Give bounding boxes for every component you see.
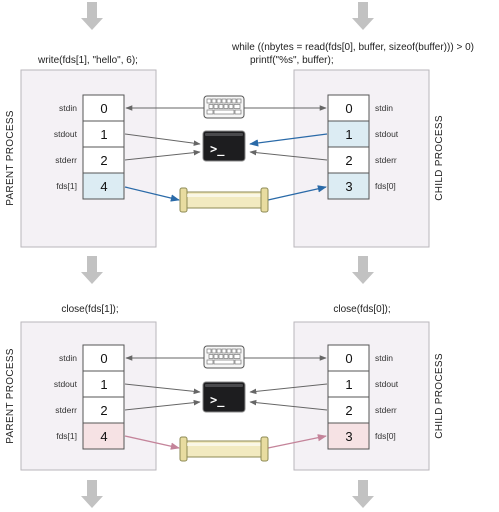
parent-stderr-arrow — [124, 399, 201, 411]
flow-arrow-mid-left — [81, 256, 103, 284]
parent-stderr-arrow — [124, 149, 201, 161]
fd-cell-closed-write — [82, 422, 125, 450]
fd-value: 1 — [100, 377, 107, 392]
fd-cell-closed-read — [327, 422, 370, 450]
fd-cell — [327, 396, 370, 424]
child-stderr-arrow — [249, 399, 328, 411]
pipe-icon — [179, 436, 269, 462]
terminal-prompt: >_ — [210, 142, 225, 157]
fd-name: stdin — [59, 103, 77, 113]
fd-name: stdout — [54, 129, 78, 139]
fd-name: stderr — [55, 155, 77, 165]
fd-cell — [327, 370, 370, 398]
terminal-icon: >_ — [202, 381, 246, 413]
fd-name: stdin — [375, 353, 393, 363]
child-stdout-arrow — [249, 133, 328, 147]
fd-cell — [82, 344, 125, 372]
parent-stdout-arrow — [124, 383, 201, 395]
keyboard-icon — [203, 95, 245, 119]
flow-arrow-top-left — [81, 2, 103, 30]
flow-arrow-bottom-left — [81, 480, 103, 508]
terminal-prompt: >_ — [210, 393, 225, 408]
parent-pipe-write-arrow — [124, 186, 180, 202]
fd-value: 3 — [345, 429, 352, 444]
fd-name: fds[0] — [375, 181, 396, 191]
fd-value: 2 — [345, 153, 352, 168]
pipe-icon — [179, 187, 269, 213]
fd-name: fds[1] — [56, 431, 77, 441]
flow-arrow-bottom-right — [352, 480, 374, 508]
fd-name: stdout — [54, 379, 78, 389]
fd-value: 1 — [345, 377, 352, 392]
fd-value: 3 — [345, 179, 352, 194]
fd-value: 2 — [345, 403, 352, 418]
fd-cell — [327, 146, 370, 174]
fd-value: 0 — [100, 101, 107, 116]
fd-value: 0 — [345, 101, 352, 116]
fd-value: 4 — [100, 429, 107, 444]
fd-name: fds[0] — [375, 431, 396, 441]
flow-arrow-mid-right — [352, 256, 374, 284]
bottom-parent-fd-table: 0 1 2 4 stdin stdout stderr fds[1] — [54, 344, 125, 450]
parent-stdout-arrow — [124, 133, 201, 146]
top-parent-code: write(fds[1], "hello", 6); — [37, 55, 138, 66]
fd-value: 0 — [345, 351, 352, 366]
top-child-fd-table: 0 1 2 3 stdin stdout stderr fds[0] — [327, 94, 399, 200]
fd-name: stderr — [375, 405, 397, 415]
top-child-code-line1: while ((nbytes = read(fds[0], buffer, si… — [231, 42, 474, 53]
fd-cell-pipe-write — [82, 172, 125, 200]
bottom-parent-process-label: PARENT PROCESS — [5, 348, 16, 444]
terminal-icon: >_ — [202, 130, 246, 162]
fd-value: 1 — [345, 127, 352, 142]
fd-cell — [82, 370, 125, 398]
fd-value: 1 — [100, 127, 107, 142]
fd-name: stdin — [375, 103, 393, 113]
child-stdout-arrow — [249, 383, 328, 395]
top-child-code-line2: printf("%s", buffer); — [250, 55, 334, 66]
keyboard-icon — [203, 345, 245, 369]
flow-arrow-top-right — [352, 2, 374, 30]
fd-cell — [327, 344, 370, 372]
fd-name: stdin — [59, 353, 77, 363]
fd-cell-pipe-read — [327, 172, 370, 200]
fd-value: 2 — [100, 403, 107, 418]
parent-pipe-closed-arrow — [124, 435, 180, 450]
child-pipe-closed-arrow — [267, 434, 327, 449]
fd-name: stderr — [375, 155, 397, 165]
top-parent-process-label: PARENT PROCESS — [5, 110, 16, 206]
fd-value: 4 — [100, 179, 107, 194]
fd-cell — [327, 94, 370, 122]
child-stderr-arrow — [249, 149, 328, 161]
bottom-child-fd-table: 0 1 2 3 stdin stdout stderr fds[0] — [327, 344, 399, 450]
fd-name: stderr — [55, 405, 77, 415]
fd-value: 2 — [100, 153, 107, 168]
bottom-child-code: close(fds[0]); — [333, 304, 390, 315]
child-pipe-read-arrow — [267, 185, 327, 201]
fd-value: 0 — [100, 351, 107, 366]
top-child-process-label: CHILD PROCESS — [434, 115, 445, 201]
fd-cell — [82, 120, 125, 148]
fd-name: fds[1] — [56, 181, 77, 191]
bottom-parent-code: close(fds[1]); — [61, 304, 118, 315]
fd-name: stdout — [375, 379, 399, 389]
fd-name: stdout — [375, 129, 399, 139]
top-parent-fd-table: 0 1 2 4 stdin stdout stderr fds[1] — [54, 94, 125, 200]
bottom-child-process-label: CHILD PROCESS — [434, 353, 445, 439]
